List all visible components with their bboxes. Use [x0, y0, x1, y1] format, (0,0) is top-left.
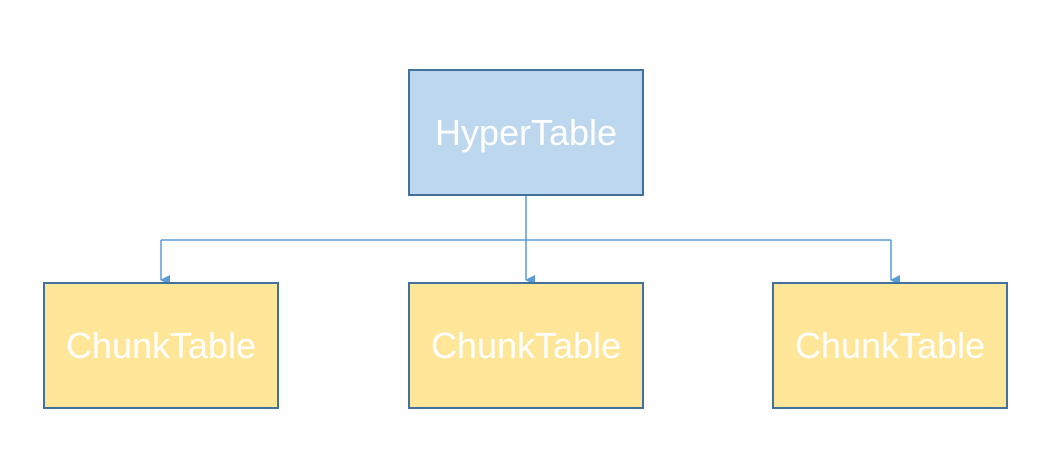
chunktable-label-1: ChunkTable: [65, 324, 257, 366]
chunktable-node-2: ChunkTable: [408, 282, 644, 409]
hypertable-label: HyperTable: [434, 111, 618, 153]
chunktable-label-2: ChunkTable: [430, 324, 622, 366]
hypertable-node: HyperTable: [408, 69, 644, 196]
chunktable-node-1: ChunkTable: [43, 282, 279, 409]
chunktable-label-3: ChunkTable: [794, 324, 986, 366]
chunktable-node-3: ChunkTable: [772, 282, 1008, 409]
